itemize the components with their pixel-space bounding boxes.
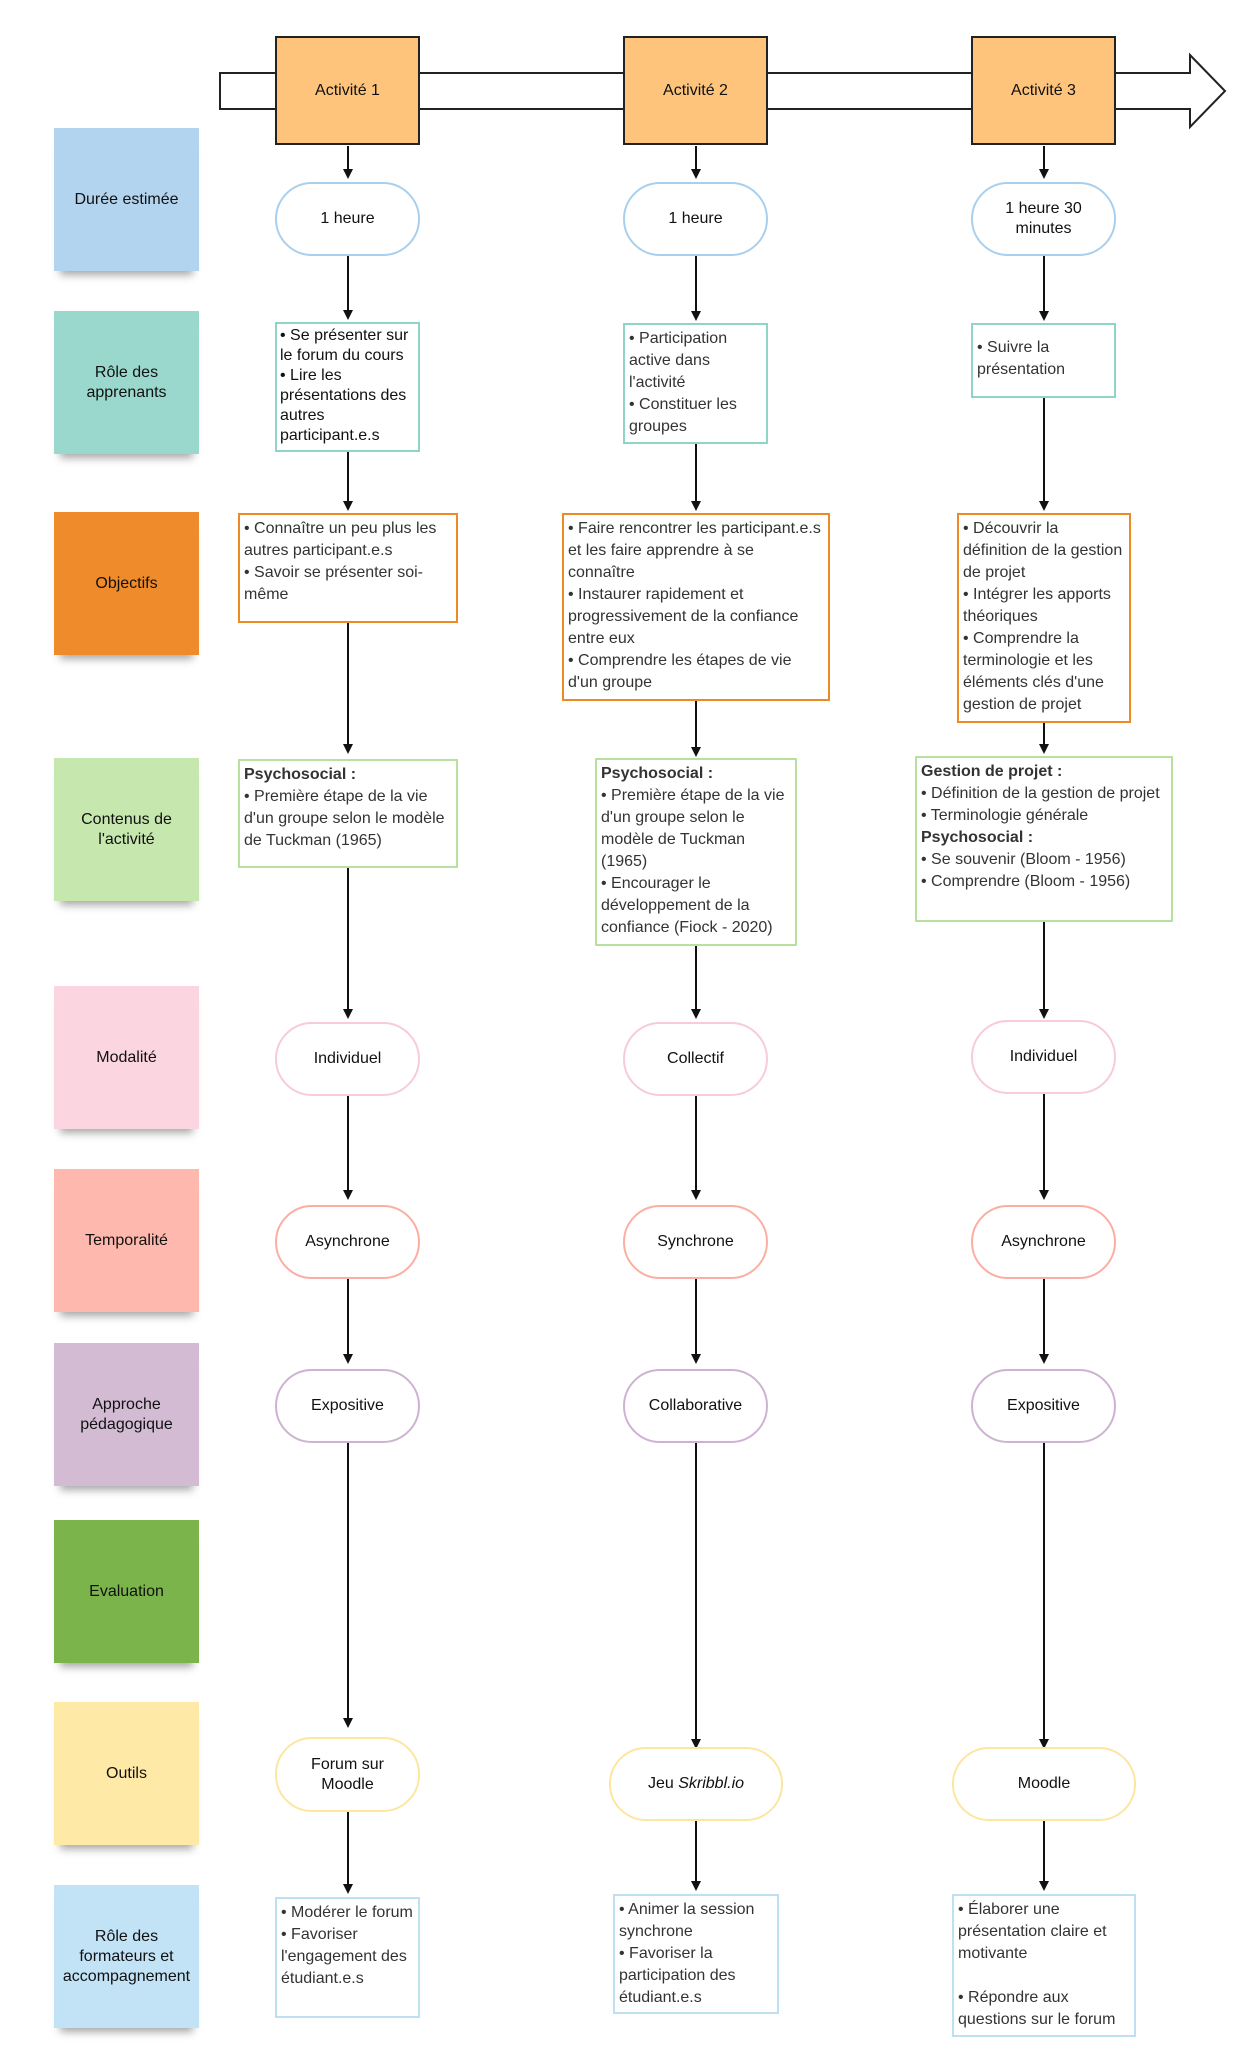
- col3-objectifs: • Découvrir la définition de la gestion …: [957, 513, 1131, 723]
- col3-formateurs-item: [958, 1965, 1130, 1987]
- col1-approche: Expositive: [275, 1369, 420, 1443]
- col1-temporalite: Asynchrone: [275, 1205, 420, 1279]
- col1-role-item: • Se présenter sur le forum du cours: [280, 327, 409, 364]
- col1-objectif-item: • Savoir se présenter soi-même: [244, 564, 424, 603]
- col3-contenus: Gestion de projet : • Définition de la g…: [915, 756, 1173, 922]
- col1-objectif-item: • Connaître un peu plus les autres parti…: [244, 520, 437, 559]
- col3-contenus-item: • Terminologie générale: [921, 807, 1089, 824]
- col2-contenus-item: • Première étape de la vie d'un groupe s…: [601, 787, 785, 870]
- col1-objectifs: • Connaître un peu plus les autres parti…: [238, 513, 458, 623]
- col3-contenus-item: • Se souvenir (Bloom - 1956): [921, 851, 1126, 868]
- col3-role-apprenants: • Suivre la présentation: [971, 323, 1116, 398]
- category-evaluation: Evaluation: [54, 1520, 199, 1663]
- category-outils: Outils: [54, 1702, 199, 1845]
- category-approche: Approche pédagogique: [54, 1343, 199, 1486]
- col2-role-item: • Participation active dans l'activité: [629, 330, 728, 391]
- col2-objectif-item: • Instaurer rapidement et progressivemen…: [568, 586, 799, 647]
- category-objectifs: Objectifs: [54, 512, 199, 655]
- activity-2-header: Activité 2: [623, 36, 768, 145]
- col2-contenus-heading: Psychosocial :: [601, 765, 714, 782]
- col3-temporalite: Asynchrone: [971, 1205, 1116, 1279]
- category-modalite: Modalité: [54, 986, 199, 1129]
- col2-objectif-item: • Comprendre les étapes de vie d'un grou…: [568, 652, 792, 691]
- col3-objectif-item: • Intégrer les apports théoriques: [963, 586, 1111, 625]
- col1-contenus: Psychosocial : • Première étape de la vi…: [238, 759, 458, 868]
- col1-role-item: • Lire les présentations des autres part…: [280, 367, 407, 444]
- col2-role-item: • Constituer les groupes: [629, 396, 737, 435]
- category-temporalite: Temporalité: [54, 1169, 199, 1312]
- col3-objectif-item: • Comprendre la terminologie et les élém…: [963, 630, 1104, 713]
- activity-3-header: Activité 3: [971, 36, 1116, 145]
- col3-objectif-item: • Découvrir la définition de la gestion …: [963, 520, 1123, 581]
- col2-modalite: Collectif: [623, 1022, 768, 1096]
- col1-formateurs: • Modérer le forum • Favoriser l'engagem…: [275, 1897, 420, 2018]
- col1-role-apprenants: • Se présenter sur le forum du cours • L…: [275, 322, 420, 452]
- col2-objectif-item: • Faire rencontrer les participant.e.s e…: [568, 520, 821, 581]
- col2-formateurs: • Animer la session synchrone • Favorise…: [613, 1894, 779, 2014]
- col3-contenus-item: • Définition de la gestion de projet: [921, 785, 1160, 802]
- col1-contenus-item: • Première étape de la vie d'un groupe s…: [244, 788, 445, 849]
- col3-contenus-item: • Comprendre (Bloom - 1956): [921, 873, 1131, 890]
- activity-1-header: Activité 1: [275, 36, 420, 145]
- col2-contenus-item: • Encourager le développement de la conf…: [601, 875, 773, 936]
- col3-approche: Expositive: [971, 1369, 1116, 1443]
- col3-modalite: Individuel: [971, 1020, 1116, 1094]
- col2-formateurs-item: • Favoriser la participation des étudian…: [619, 1945, 736, 2006]
- col3-formateurs: • Élaborer une présentation claire et mo…: [952, 1894, 1136, 2037]
- col3-formateurs-item: • Répondre aux questions sur le forum: [958, 1989, 1116, 2028]
- col1-outils: Forum sur Moodle: [275, 1737, 420, 1812]
- category-contenus: Contenus de l'activité: [54, 758, 199, 901]
- category-role-apprenants: Rôle des apprenants: [54, 311, 199, 454]
- col1-modalite: Individuel: [275, 1022, 420, 1096]
- col2-objectifs: • Faire rencontrer les participant.e.s e…: [562, 513, 830, 701]
- col3-formateurs-item: • Élaborer une présentation claire et mo…: [958, 1901, 1107, 1962]
- col2-outils-name: Skribbl.io: [678, 1775, 745, 1792]
- col3-contenus-heading-2: Psychosocial :: [921, 829, 1034, 846]
- col1-formateurs-item: • Modérer le forum: [281, 1904, 413, 1921]
- col2-approche: Collaborative: [623, 1369, 768, 1443]
- col2-temporalite: Synchrone: [623, 1205, 768, 1279]
- col3-role-item: • Suivre la présentation: [977, 339, 1066, 378]
- col2-outils: Jeu Skribbl.io: [609, 1747, 783, 1821]
- col2-contenus: Psychosocial : • Première étape de la vi…: [595, 758, 797, 946]
- col3-contenus-heading-1: Gestion de projet :: [921, 763, 1063, 780]
- col3-duree: 1 heure 30 minutes: [971, 182, 1116, 256]
- category-role-formateurs: Rôle des formateurs et accompagnement: [54, 1885, 199, 2028]
- col3-outils: Moodle: [952, 1747, 1136, 1821]
- col1-duree: 1 heure: [275, 182, 420, 256]
- col1-formateurs-item: • Favoriser l'engagement des étudiant.e.…: [281, 1926, 407, 1987]
- col2-role-apprenants: • Participation active dans l'activité •…: [623, 323, 768, 444]
- category-duree: Durée estimée: [54, 128, 199, 271]
- col1-contenus-heading: Psychosocial :: [244, 766, 357, 783]
- col2-duree: 1 heure: [623, 182, 768, 256]
- col2-outils-prefix: Jeu: [647, 1775, 679, 1792]
- col2-formateurs-item: • Animer la session synchrone: [619, 1901, 755, 1940]
